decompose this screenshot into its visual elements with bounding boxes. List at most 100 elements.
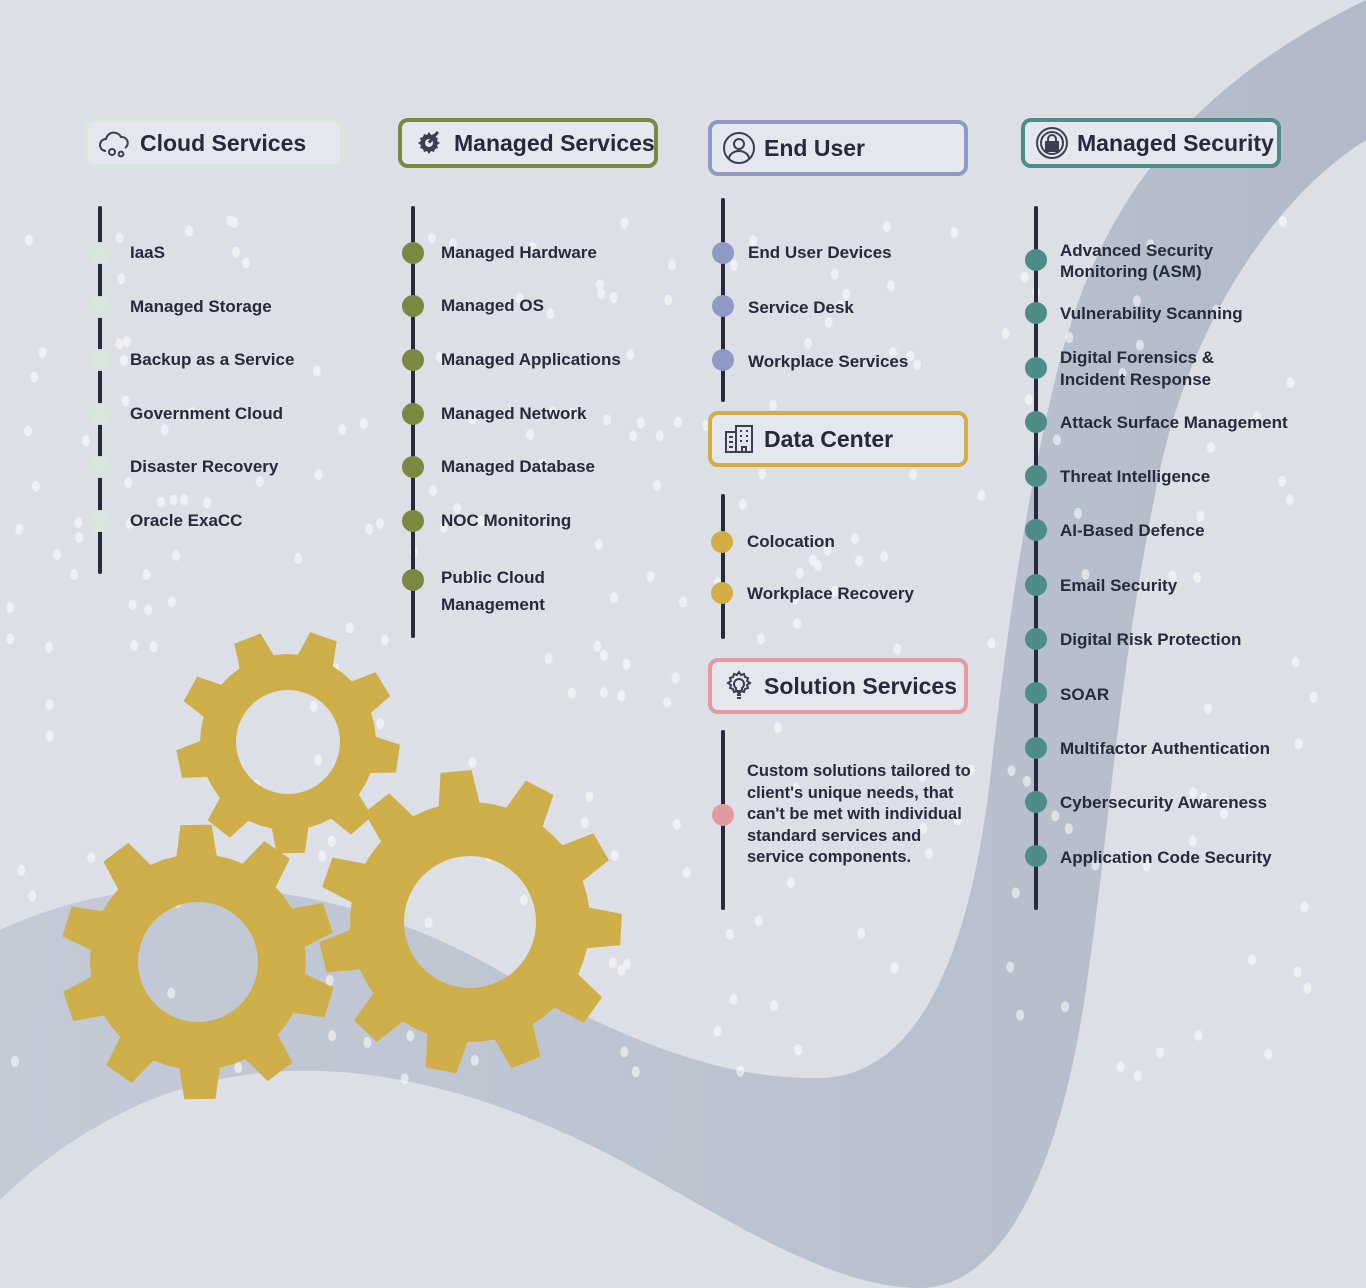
decor-dot <box>919 822 928 834</box>
gear-wrench-icon <box>412 126 446 160</box>
decor-dot <box>125 517 134 529</box>
decor-dot <box>880 551 889 563</box>
decor-dot <box>1065 332 1074 343</box>
list-bullet <box>712 804 734 826</box>
decor-dot <box>1132 295 1141 307</box>
decor-dot <box>87 852 96 864</box>
decor-dot <box>850 533 859 545</box>
decor-dot <box>1188 835 1197 847</box>
decor-dot <box>468 756 477 768</box>
decor-dot <box>749 235 758 247</box>
decor-dot <box>1116 1061 1125 1073</box>
decor-dot <box>1220 797 1229 809</box>
decor-dot <box>608 957 617 969</box>
decor-dot <box>636 417 645 429</box>
list-item: Disaster Recovery <box>130 457 279 476</box>
list-bullet <box>89 242 111 264</box>
decor-dot <box>528 242 537 253</box>
decor-dot <box>773 722 782 734</box>
decor-dot <box>1248 954 1256 966</box>
decor-dot <box>1142 860 1151 872</box>
decor-dot <box>890 962 899 974</box>
decor-dot <box>950 227 959 239</box>
list-bullet <box>711 531 733 553</box>
decor-dot <box>439 521 448 533</box>
managed-services-title: Managed Services <box>454 129 655 156</box>
list-item: Digital Forensics & Incident Response <box>1060 348 1214 389</box>
decor-dot <box>620 217 629 229</box>
decor-dot <box>739 498 747 510</box>
decor-dot <box>255 476 264 487</box>
decor-dot <box>203 497 212 509</box>
decor-dot <box>1091 859 1100 871</box>
list-bullet <box>1025 574 1047 596</box>
lock-icon <box>1035 126 1069 160</box>
decor-dot <box>913 359 922 371</box>
decor-dot <box>1024 394 1033 406</box>
decor-dot <box>160 424 169 436</box>
decor-dot <box>906 350 915 362</box>
decor-dot <box>74 517 83 529</box>
decor-dot <box>128 599 137 611</box>
data-center-rail <box>721 494 725 639</box>
decor-dot <box>234 1062 243 1074</box>
decor-dot <box>519 894 528 906</box>
decor-dot <box>730 259 739 271</box>
decor-dot <box>1194 1029 1203 1041</box>
decor-dot <box>925 848 934 860</box>
decor-dot <box>918 770 927 782</box>
cloud-services-header: Cloud Services <box>84 118 344 168</box>
managed-security-title: Managed Security <box>1077 129 1274 156</box>
decor-dot <box>1285 493 1294 505</box>
decor-dot <box>82 435 91 447</box>
list-item: Managed OS <box>441 296 544 315</box>
list-item: Managed Hardware <box>441 243 597 262</box>
decor-dot <box>623 959 631 970</box>
decor-dot <box>791 782 800 794</box>
decor-dot <box>795 567 804 579</box>
list-item: Attack Surface Management <box>1060 413 1288 432</box>
decor-dot <box>1022 775 1031 787</box>
gear-shape <box>319 770 622 1074</box>
decor-dot <box>1118 367 1127 379</box>
list-item: Multifactor Authentication <box>1060 739 1270 758</box>
list-bullet <box>402 569 424 591</box>
decor-dot <box>1264 1048 1273 1060</box>
list-bullet <box>1025 845 1047 867</box>
decor-dot <box>121 395 130 407</box>
decor-dot <box>406 1030 415 1042</box>
decor-dot <box>242 257 251 269</box>
decor-dot <box>617 964 626 976</box>
decor-dot <box>672 818 681 830</box>
decor-dot <box>793 617 802 629</box>
decor-dot <box>453 503 462 515</box>
decor-dot <box>754 915 763 927</box>
decor-dot <box>1279 216 1287 228</box>
decor-dot <box>1294 738 1303 750</box>
gear-shape <box>62 824 334 1100</box>
decor-dot <box>770 1000 778 1012</box>
decor-dot <box>328 1030 337 1042</box>
decor-dot <box>1212 304 1221 316</box>
decor-dot <box>794 1044 803 1056</box>
list-bullet <box>89 510 111 532</box>
decor-dot <box>11 1056 19 1067</box>
decor-dot <box>987 637 996 649</box>
decor-dot <box>1199 792 1208 804</box>
list-item: Digital Risk Protection <box>1060 630 1242 649</box>
decor-dot <box>1020 271 1029 283</box>
decor-dot <box>786 877 795 889</box>
decor-dot <box>646 571 655 583</box>
decor-dot <box>671 672 680 684</box>
decor-dot <box>376 517 384 529</box>
decor-dot <box>1303 982 1312 994</box>
decor-dot <box>232 246 240 258</box>
decor-dot <box>380 634 389 646</box>
decor-dot <box>580 817 589 829</box>
list-bullet <box>402 510 424 532</box>
managed-security-header: Managed Security <box>1021 118 1281 168</box>
decor-dot <box>568 407 576 419</box>
decor-dot <box>424 917 433 929</box>
decor-dot <box>115 338 124 350</box>
list-bullet <box>402 456 424 478</box>
